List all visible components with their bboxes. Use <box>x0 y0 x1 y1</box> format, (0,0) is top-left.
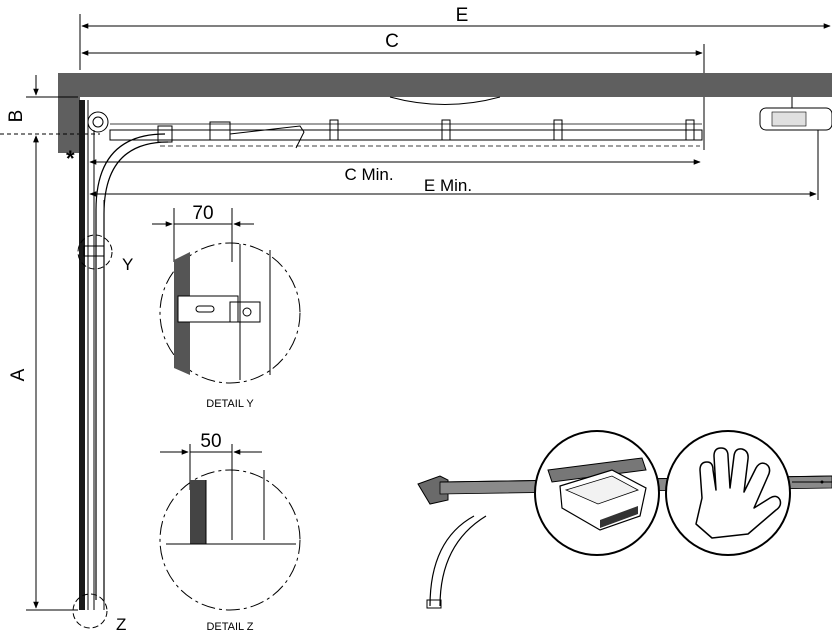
dimension-b-label: B <box>6 110 27 123</box>
dimension-e: E <box>79 5 831 70</box>
dimension-e-min-label: E Min. <box>424 176 472 195</box>
detail-y-title: DETAIL Y <box>206 398 254 410</box>
dimension-e-label: E <box>456 5 469 26</box>
opener-head-top <box>759 97 832 131</box>
detail-y-measure: 70 <box>192 203 213 224</box>
detail-y-marker: Y <box>77 234 133 274</box>
hand-icon <box>665 430 791 556</box>
detail-z-measure: 50 <box>200 431 221 452</box>
detail-y-marker-label: Y <box>122 255 133 274</box>
dimension-a: A <box>8 135 78 611</box>
dimension-c-label: C <box>385 31 399 52</box>
rail-right-stub <box>792 480 832 484</box>
dimension-c-min-label: C Min. <box>344 165 393 184</box>
dimension-c-min: C Min. <box>89 159 701 184</box>
detail-z-view: 50 DETAIL Z <box>159 431 301 633</box>
asterisk-marker: * <box>66 146 75 171</box>
detail-z-title: DETAIL Z <box>206 621 253 633</box>
curved-track <box>95 133 169 600</box>
garage-door-opener-icon <box>534 430 660 556</box>
detail-z-marker: Z <box>72 593 126 634</box>
dimension-e-min: E Min. <box>89 130 819 200</box>
detail-y-view: 70 DETAIL Y <box>152 203 301 410</box>
wall-corner <box>58 73 80 153</box>
horizontal-rail <box>87 111 703 149</box>
detail-z-marker-label: Z <box>116 615 126 634</box>
ceiling <box>58 73 832 97</box>
dimension-a-label: A <box>8 368 29 381</box>
